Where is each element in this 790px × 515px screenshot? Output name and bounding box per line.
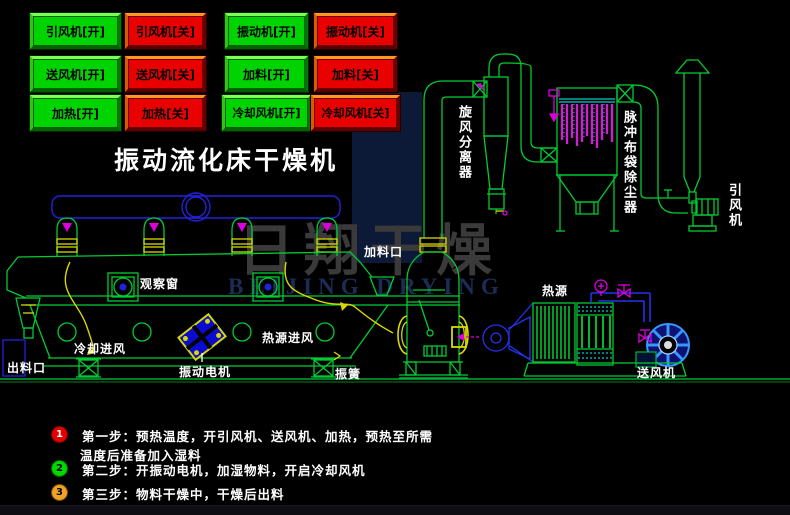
pulse-valve-icon	[548, 89, 560, 123]
vibrator-off-button[interactable]: 振动机[关]	[313, 12, 398, 50]
cooling-fan-on-button[interactable]: 冷却风机[开]	[221, 94, 312, 132]
gauge-icon	[594, 279, 608, 296]
support-stands	[76, 351, 342, 378]
vibration-spring-label: 振簧	[335, 367, 362, 381]
cyclone-label: 旋风分离器	[456, 105, 471, 180]
discharge-outlet-label: 出料口	[7, 361, 47, 375]
induced-fan-icon	[688, 198, 719, 232]
page-title: 振动流化床干燥机	[114, 146, 339, 175]
supply-fan-off-button[interactable]: 送风机[关]	[124, 55, 207, 93]
induced-fan-off-button[interactable]: 引风机[关]	[124, 12, 207, 50]
steam-valve-icon	[617, 284, 631, 299]
vibrator-on-button[interactable]: 振动机[开]	[224, 12, 309, 50]
flexible-hoses	[64, 261, 394, 355]
filter-outlet-pipe	[616, 84, 688, 214]
vibration-motor-label: 振动电机	[179, 365, 232, 379]
vibration-motor-icon	[177, 312, 227, 362]
discharge-spout	[2, 297, 41, 377]
feed-inlet-label: 加料口	[364, 245, 404, 259]
step3-badge: 3	[52, 485, 67, 500]
cyclone-separator	[483, 76, 509, 216]
bottom-strip	[0, 505, 790, 515]
supply-fan-on-button[interactable]: 送风机[开]	[29, 55, 122, 93]
induced-fan-label: 引风机	[726, 183, 741, 228]
dryer-body	[2, 251, 460, 378]
scrubber-tower	[397, 80, 488, 379]
bag-filter	[548, 87, 619, 232]
step1-text-line2: 温度后准备加入湿料	[80, 448, 202, 463]
riser-pipes	[56, 217, 338, 256]
heating-off-button[interactable]: 加热[关]	[124, 94, 207, 132]
cooling-inlet-label: 冷却进风	[74, 342, 127, 356]
heat-inlet-label: 热源进风	[262, 331, 315, 345]
exhaust-stack	[674, 59, 719, 232]
ground-line	[0, 378, 790, 383]
supply-fan-icon	[646, 323, 690, 367]
step3-text: 第三步：物料干燥中，干燥后出料	[82, 487, 285, 502]
step2-badge: 2	[52, 461, 67, 476]
heat-source-label: 热源	[542, 284, 569, 298]
top-manifold	[51, 192, 341, 222]
step1-text: 第一步：预热温度，开引风机、送风机、加热，预热至所需	[82, 429, 434, 444]
riser-valve-icons	[62, 223, 332, 232]
heat-source-unit	[482, 279, 690, 377]
step1-badge: 1	[52, 427, 67, 442]
observation-window-label: 观察窗	[140, 277, 180, 291]
feed-off-button[interactable]: 加料[关]	[313, 55, 398, 93]
observation-windows	[107, 272, 284, 302]
cooling-fan-off-button[interactable]: 冷却风机[关]	[310, 94, 401, 132]
bag-filter-label: 脉冲布袋除尘器	[621, 110, 636, 215]
fan-inlet-valve-icon	[638, 329, 652, 344]
step2-text: 第二步：开振动电机，加湿物料，开启冷却风机	[82, 463, 366, 478]
heating-on-button[interactable]: 加热[开]	[29, 94, 122, 132]
induced-fan-on-button[interactable]: 引风机[开]	[29, 12, 122, 50]
feed-on-button[interactable]: 加料[开]	[224, 55, 309, 93]
cyclone-outlet-pipe	[488, 53, 558, 163]
supply-fan-label: 送风机	[637, 366, 677, 380]
